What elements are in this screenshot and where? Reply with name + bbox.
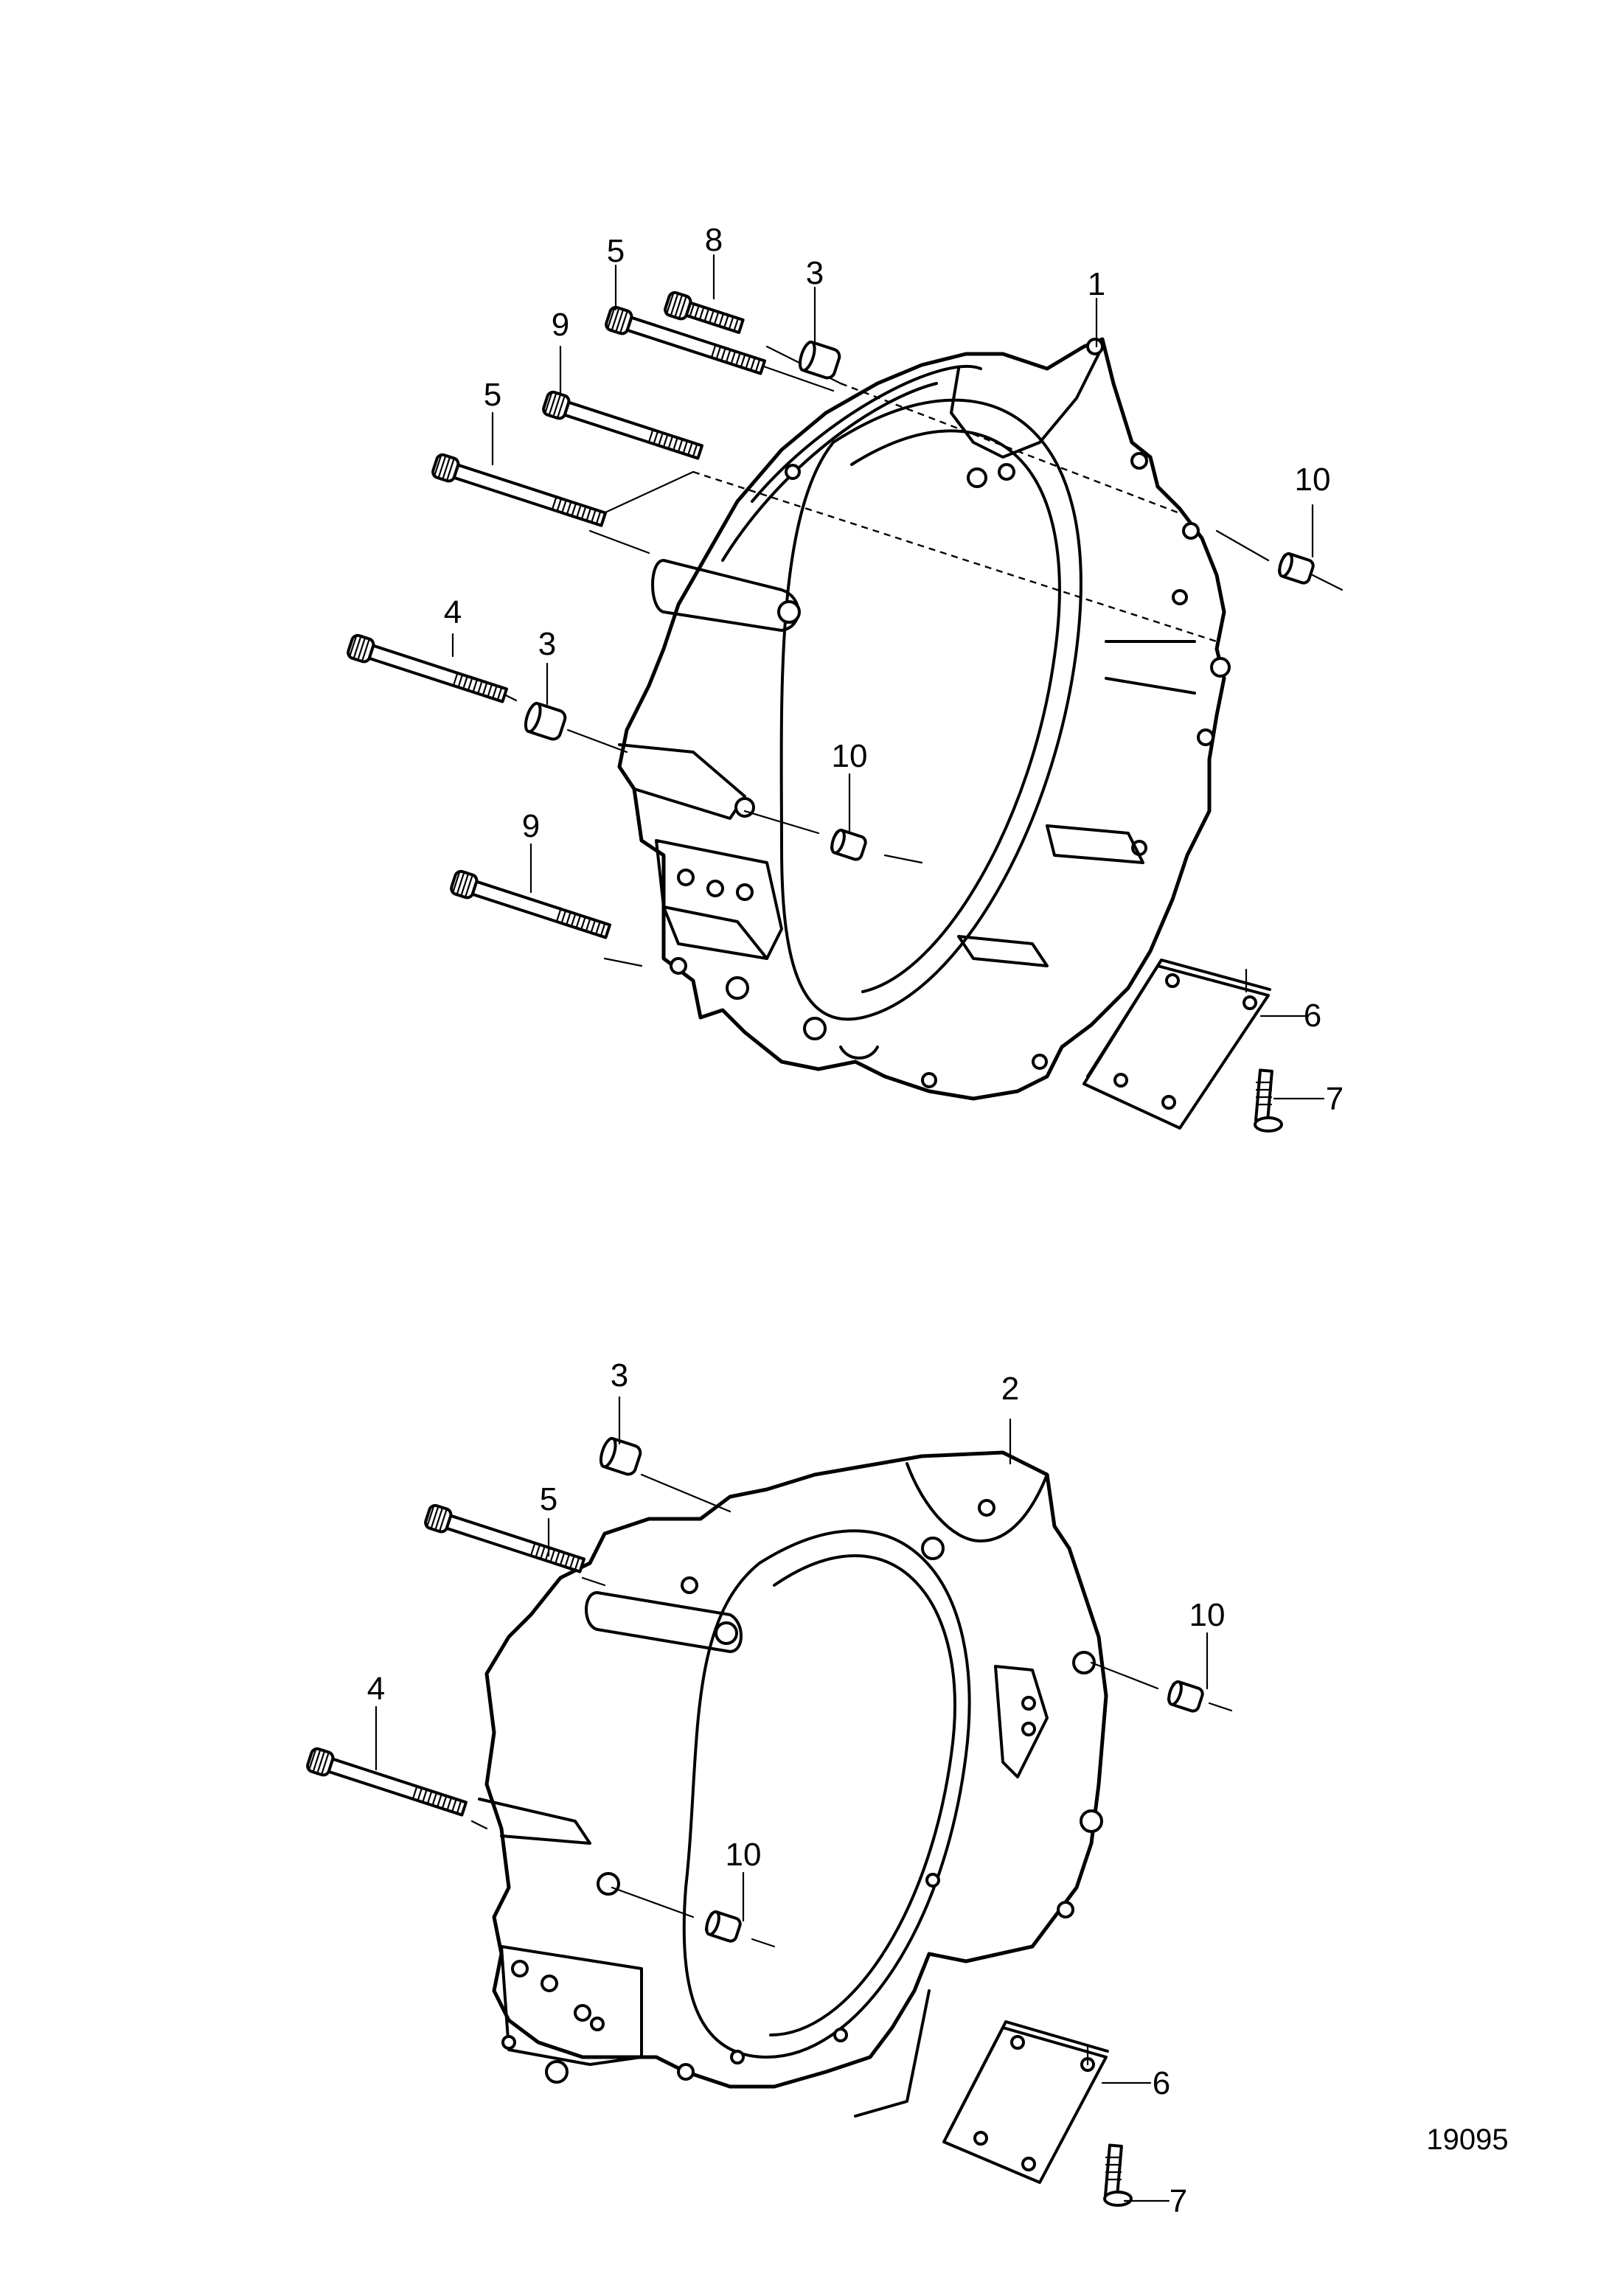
guide-line [1215,529,1270,562]
callout-3: 3 [538,626,556,662]
callout-10: 10 [832,738,868,774]
guide-line [758,363,835,392]
upper-assembly: 5 8 3 1 9 5 10 4 3 10 9 6 7 [345,222,1344,1133]
guide-line [1090,1661,1159,1690]
callout-3: 3 [611,1357,628,1394]
plug-10-right [1275,550,1316,586]
guide-line [470,1820,488,1830]
callout-2: 2 [1001,1371,1019,1407]
callout-6: 6 [1304,998,1321,1034]
screw-7-lower [1103,2143,1133,2207]
bolt-4-top [345,632,510,709]
screw-7 [1254,1068,1283,1133]
callout-10: 10 [726,1837,762,1873]
callout-8: 8 [705,222,723,258]
guide-line [1208,1702,1233,1712]
guide-line [640,1473,731,1513]
guide-line [751,1938,776,1948]
callout-5: 5 [540,1481,557,1517]
guide-line [581,1576,606,1587]
guide-line [588,529,650,554]
lower-assembly: 3 2 5 10 4 10 6 7 [305,1357,1233,2219]
bolt-5-lower [423,1502,588,1579]
guide-line [692,470,1217,643]
bolt-9-top [541,389,706,465]
callout-6: 6 [1153,2065,1170,2101]
guide-line [883,854,923,864]
callout-7: 7 [1170,2183,1187,2219]
guide-line [596,470,695,518]
callout-4: 4 [444,594,462,630]
callout-4: 4 [367,1671,385,1707]
callout-5: 5 [484,377,501,413]
guide-line [840,382,1188,518]
flywheel-housing-2 [478,1450,1108,2118]
flywheel-housing-1 [617,337,1231,1101]
bolt-5-long [431,453,608,527]
guide-line [603,957,643,967]
callout-10: 10 [1189,1597,1226,1633]
bolt-4-lower [305,1745,470,1822]
guide-line [611,1886,695,1918]
cover-plate-6 [1082,959,1271,1130]
callout-1: 1 [1088,266,1105,302]
bolt-8 [664,291,745,335]
callout-9: 9 [552,307,569,343]
guide-line [566,728,628,754]
callout-9: 9 [522,808,540,844]
callout-7: 7 [1326,1081,1344,1117]
figure-number: 19095 [1426,2123,1508,2156]
cover-plate-6-lower [942,2020,1109,2184]
plug-10-right-lower [1164,1678,1206,1714]
callout-3: 3 [806,255,824,291]
guide-line [743,810,820,835]
plug-10-mid-lower [702,1908,743,1944]
callout-5: 5 [607,233,625,269]
callout-10: 10 [1295,462,1331,498]
guide-line [1311,574,1344,591]
sleeve-3-mid [521,700,569,743]
sleeve-3-top [795,338,843,382]
plug-10-mid [827,827,869,863]
